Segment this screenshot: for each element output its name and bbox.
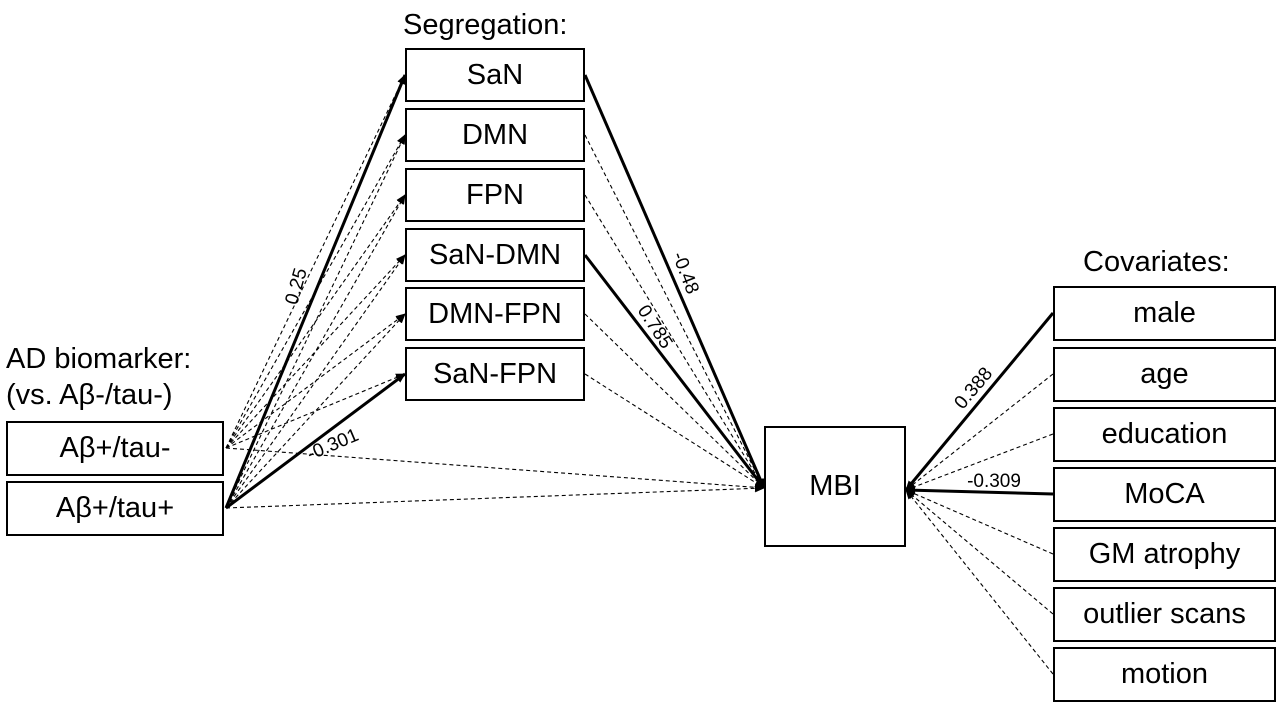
covariate-node-male: male <box>1053 286 1276 341</box>
edge-a-tau-to-san-dmn <box>225 254 406 509</box>
edge-a-tau-to-san-dmn <box>225 254 406 449</box>
edge-moca-to-mbi <box>905 486 1054 496</box>
biomarker-node-abeta-pos-tau-pos: Aβ+/tau+ <box>6 481 224 536</box>
coefficient-labels: 0.25 -0.301 -0.48 0.785 0.388 -0.309 <box>282 249 1021 492</box>
edge-a-tau-to-dmn <box>225 134 406 509</box>
covariate-node-motion: motion <box>1053 647 1276 702</box>
covariates-heading: Covariates: <box>1083 246 1230 278</box>
segregation-node-dmn-fpn: DMN-FPN <box>405 287 585 341</box>
edge-a-tau-to-san <box>224 74 407 509</box>
edge-a-tau-to-dmn-fpn <box>225 313 406 509</box>
covariate-node-education: education <box>1053 407 1276 462</box>
coef-label-moca-mbi: -0.309 <box>967 471 1021 492</box>
biomarker-heading: AD biomarker: <box>6 343 192 375</box>
covariate-node-outlier-scans: outlier scans <box>1053 587 1276 642</box>
covariate-node-age: age <box>1053 347 1276 402</box>
edge-age-to-mbi <box>905 373 1054 491</box>
segregation-node-dmn: DMN <box>405 108 585 162</box>
covariate-node-gm-atrophy: GM atrophy <box>1053 527 1276 582</box>
edge-a-tau-to-mbi <box>225 484 765 509</box>
edge-a-tau-to-mbi <box>225 447 765 492</box>
edge-dmn-to-mbi <box>584 134 765 489</box>
segregation-node-fpn: FPN <box>405 168 585 222</box>
covariate-node-moca: MoCA <box>1053 467 1276 522</box>
edge-san-to-mbi <box>583 74 766 489</box>
edge-education-to-mbi <box>905 433 1054 491</box>
edge-motion-to-mbi <box>905 489 1054 675</box>
path-edges <box>224 74 1055 675</box>
segregation-heading: Segregation: <box>403 9 568 41</box>
segregation-node-san: SaN <box>405 48 585 102</box>
segregation-node-san-fpn: SaN-FPN <box>405 347 585 401</box>
edge-a-tau-to-dmn-fpn <box>225 313 406 449</box>
edge-san-dmn-to-mbi <box>583 254 766 489</box>
edge-a-tau-to-san-fpn <box>225 373 406 449</box>
edge-gm-atrophy-to-mbi <box>905 489 1054 555</box>
biomarker-reference-note: (vs. Aβ-/tau-) <box>6 379 173 411</box>
coef-label-tau2-san: 0.25 <box>282 266 312 307</box>
biomarker-node-abeta-pos-tau-neg: Aβ+/tau- <box>6 421 224 476</box>
edge-a-tau-to-san-fpn <box>225 372 406 510</box>
coef-label-san-mbi: -0.48 <box>668 249 703 297</box>
edge-male-to-mbi <box>904 312 1055 491</box>
edge-outlier-scans-to-mbi <box>905 489 1054 615</box>
edge-fpn-to-mbi <box>584 194 765 489</box>
outcome-node-mbi: MBI <box>764 426 906 547</box>
segregation-node-san-dmn: SaN-DMN <box>405 228 585 282</box>
edge-san-fpn-to-mbi <box>584 373 765 489</box>
edge-a-tau-to-san <box>225 74 406 449</box>
coef-label-tau2-sanfpn: -0.301 <box>304 425 362 465</box>
